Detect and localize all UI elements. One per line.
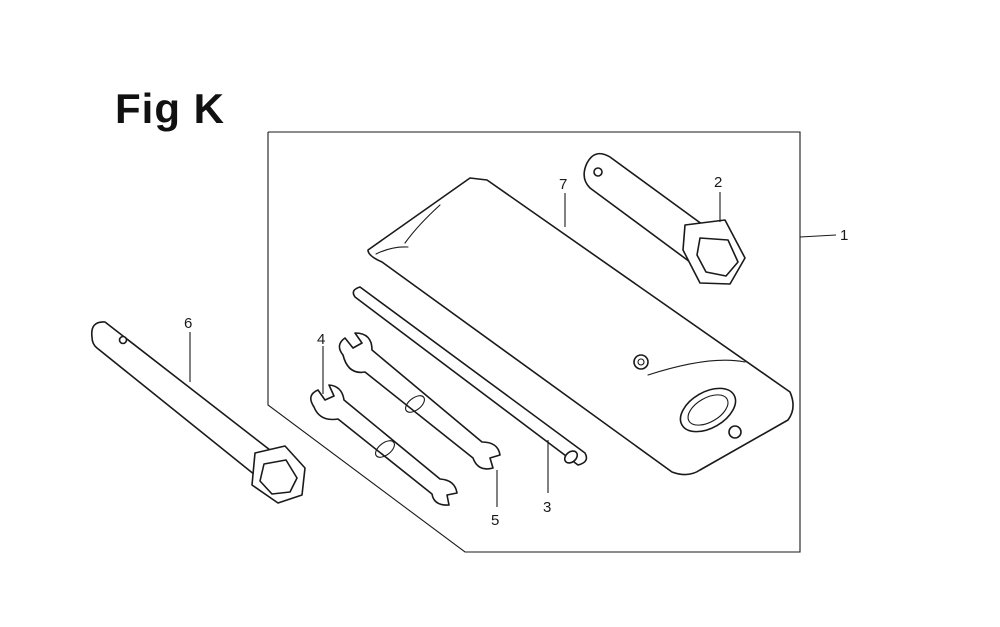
callout-7: 7	[559, 176, 567, 193]
figure-title: Fig K	[115, 85, 225, 132]
callout-6: 6	[184, 315, 192, 332]
open-end-wrench-large	[338, 332, 501, 470]
open-end-wrench-small	[310, 384, 458, 506]
callout-3: 3	[543, 499, 551, 516]
tool-bag	[367, 177, 794, 476]
callout-1: 1	[840, 227, 848, 244]
callout-5: 5	[491, 512, 499, 529]
spark-plug-wrench	[90, 321, 306, 504]
screwdriver-handle	[352, 286, 588, 466]
socket-wrench	[583, 152, 746, 285]
leader-line-1	[799, 234, 837, 238]
set-boundary-outline	[267, 131, 801, 553]
callout-4: 4	[317, 331, 325, 348]
callout-2: 2	[714, 174, 722, 191]
